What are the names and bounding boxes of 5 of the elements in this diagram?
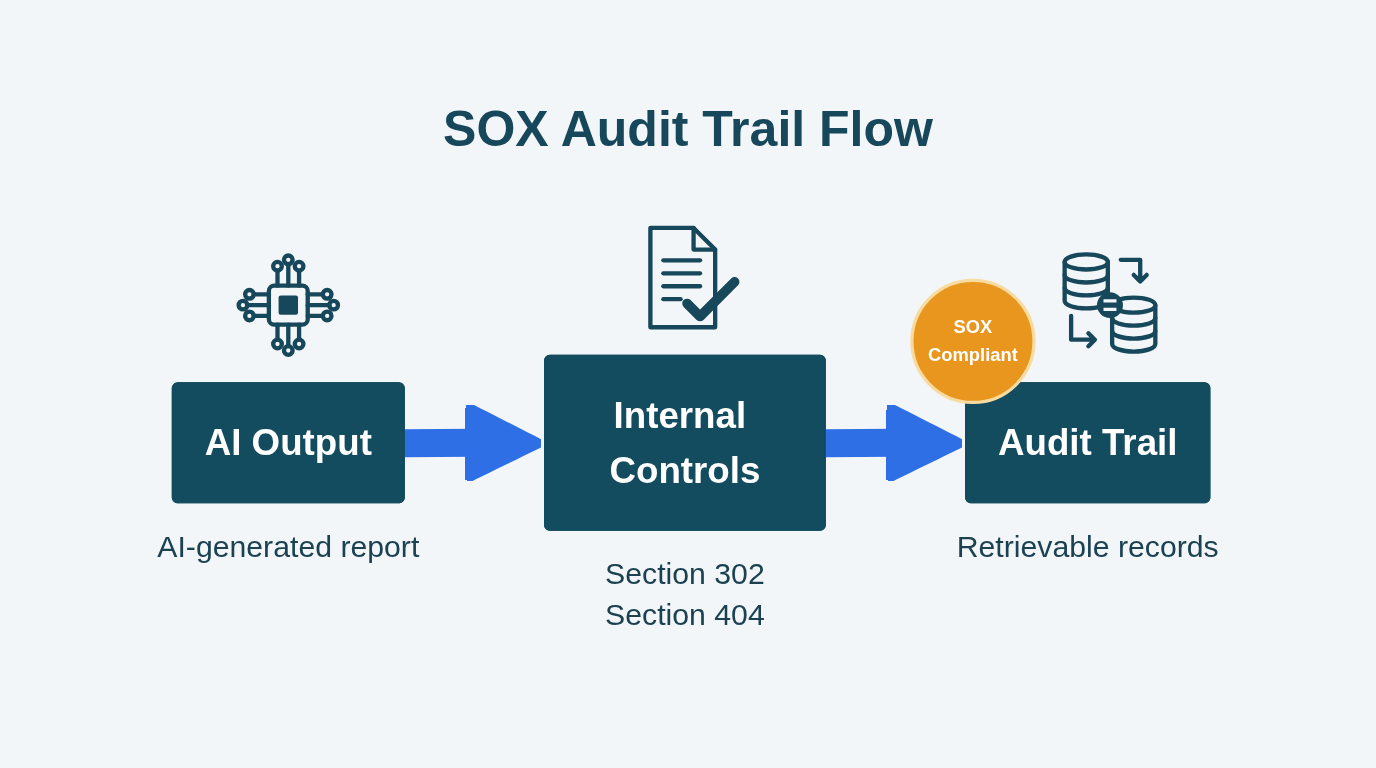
caption-text: AI-generated report — [157, 529, 420, 563]
caption-text: Retrievable records — [956, 529, 1219, 563]
title: SOX Audit Trail Flow — [443, 100, 933, 158]
node-circle: SOX Compliant — [910, 278, 1036, 404]
caption-text: Section 302 Section 404 — [605, 557, 765, 632]
